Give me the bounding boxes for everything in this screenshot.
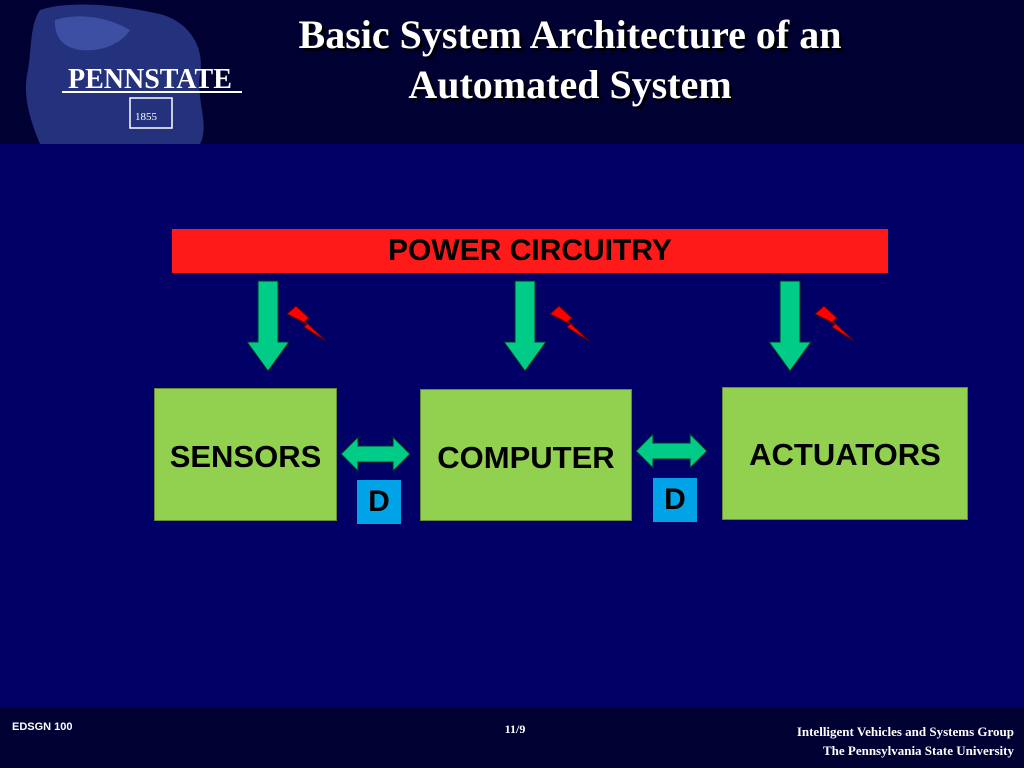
power-arrow-computer (503, 280, 547, 372)
data-link-badge-2: D (653, 478, 697, 522)
power-circuitry-bar: POWER CIRCUITRY (172, 229, 888, 273)
lightning-icon (549, 305, 590, 342)
lightning-icon (814, 305, 855, 342)
sensors-label: SENSORS (169, 439, 322, 474)
organization-line-2: The Pennsylvania State University (822, 743, 1014, 758)
organization-credit: Intelligent Vehicles and Systems Group T… (797, 722, 1014, 760)
actuators-label: ACTUATORS (749, 437, 941, 472)
lightning-icon (286, 305, 327, 342)
computer-block: COMPUTER (420, 389, 632, 521)
lion-head-shade (54, 16, 130, 51)
logo-shield (129, 97, 173, 129)
slide-title: Basic System Architecture of an Automate… (210, 10, 930, 110)
power-arrow-actuators (768, 280, 812, 372)
computer-label: COMPUTER (437, 440, 615, 475)
footer-band: EDSGN 100 11/9 Intelligent Vehicles and … (0, 708, 1024, 768)
sensors-block: SENSORS (154, 388, 337, 521)
slide-title-line-2: Automated System (408, 62, 732, 107)
slide-title-line-1: Basic System Architecture of an (298, 12, 842, 57)
power-circuitry-label: POWER CIRCUITRY (388, 234, 672, 267)
logo-wordmark: PENNSTATE (68, 64, 232, 95)
page-number: 11/9 (504, 722, 526, 736)
organization-line-1: Intelligent Vehicles and Systems Group (796, 724, 1014, 739)
header-band: PENNSTATE 1855 Basic System Architecture… (0, 0, 1024, 144)
penn-state-logo: PENNSTATE 1855 (25, 4, 242, 144)
actuators-block: ACTUATORS (722, 387, 968, 520)
power-arrow-sensors (246, 280, 290, 372)
bidirectional-arrow-sensors-computer (340, 435, 411, 473)
data-link-badge-1: D (357, 480, 401, 524)
course-code: EDSGN 100 (12, 721, 73, 733)
logo-year: 1855 (135, 111, 158, 123)
bidirectional-arrow-computer-actuators (635, 432, 708, 470)
